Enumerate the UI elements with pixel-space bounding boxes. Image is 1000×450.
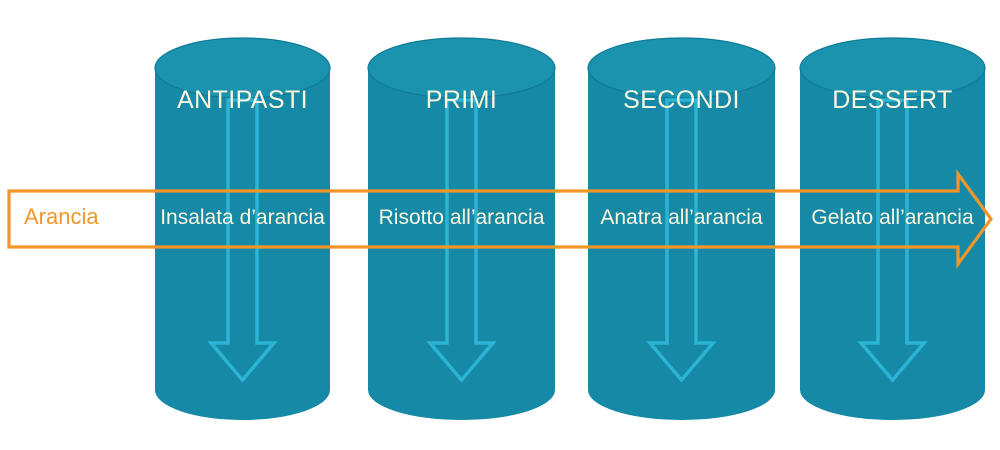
down-arrow-icon bbox=[857, 98, 928, 383]
cylinder-shape-dessert bbox=[799, 37, 986, 420]
cylinder-shape-primi bbox=[367, 37, 556, 420]
row-label-arancia: Arancia bbox=[24, 204, 99, 229]
right-arrow-icon bbox=[7, 169, 993, 269]
cylinder-shape-antipasti bbox=[154, 37, 331, 420]
flow-arrow-row[interactable] bbox=[7, 169, 993, 269]
cylinder-primi[interactable]: PRIMI bbox=[367, 37, 556, 420]
cylinder-shape-secondi bbox=[587, 37, 776, 420]
down-arrow-icon bbox=[426, 98, 497, 383]
cylinder-antipasti[interactable]: ANTIPASTI bbox=[154, 37, 331, 420]
down-arrow-icon bbox=[207, 98, 278, 383]
down-arrow-icon bbox=[646, 98, 717, 383]
